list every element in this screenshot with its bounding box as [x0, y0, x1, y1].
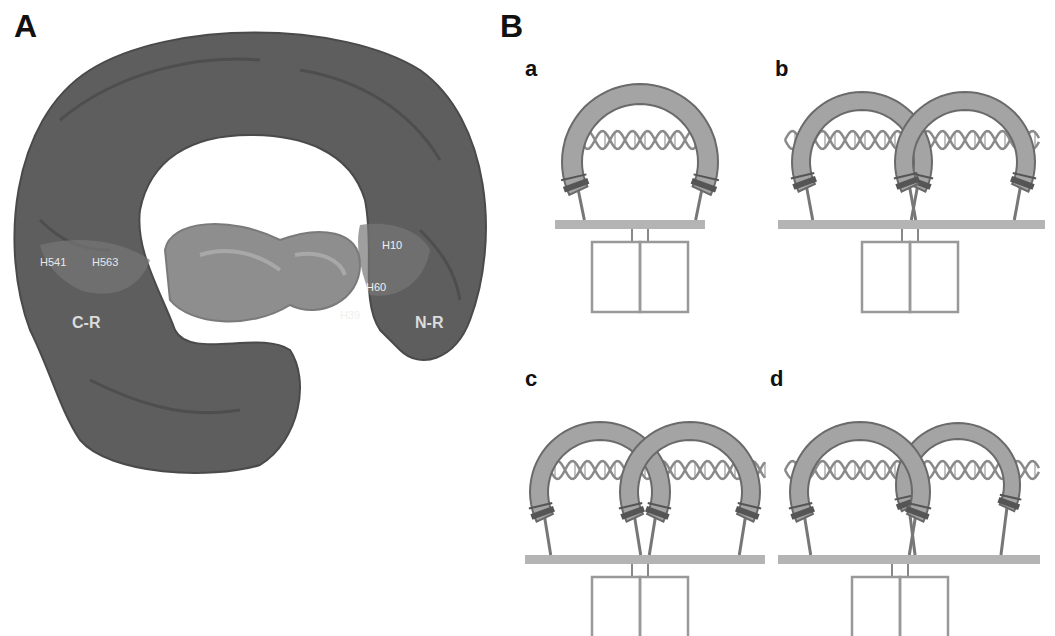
receptor-box	[862, 242, 910, 312]
subpanel-letter: d	[770, 368, 783, 390]
receptor-stalk	[891, 564, 893, 577]
receptor-box	[640, 577, 688, 636]
residue-label: H10	[382, 240, 402, 251]
cap-motif	[738, 503, 761, 508]
residue-label: H541	[40, 257, 66, 268]
cap-motif	[561, 174, 586, 180]
membrane-bar	[778, 555, 1040, 564]
cap-motif	[906, 509, 929, 517]
membrane-bar	[778, 220, 1045, 229]
cap-motif	[1013, 173, 1036, 178]
receptor-box	[900, 577, 948, 636]
anchor-stalk	[635, 518, 641, 555]
cap-motif	[998, 500, 1019, 508]
membrane-bar	[525, 555, 765, 564]
anchor-stalk	[649, 518, 655, 555]
receptor-box	[592, 577, 640, 636]
receptor-stalk	[647, 229, 649, 242]
panel-letter: A	[14, 10, 37, 42]
cap-motif	[692, 181, 716, 190]
subpanel-letter: c	[525, 368, 537, 390]
cap-motif	[793, 179, 816, 187]
cap-motif	[791, 173, 814, 178]
receptor-stalk	[917, 229, 919, 242]
cap-motif	[648, 503, 671, 508]
receptor-stalk	[631, 229, 633, 242]
cap-motif	[529, 503, 552, 508]
cap-motif	[736, 509, 759, 517]
region-label: C-R	[72, 315, 100, 331]
anchor-stalk	[545, 518, 551, 555]
cap-motif	[908, 503, 931, 508]
cap-motif	[531, 509, 554, 517]
residue-label: H60	[366, 282, 386, 293]
horseshoe-domain	[620, 422, 760, 522]
residue-label: H563	[92, 257, 118, 268]
horseshoe-domain	[895, 92, 1035, 192]
receptor-stalk	[907, 564, 909, 577]
receptor-box	[910, 242, 958, 312]
cap-motif	[791, 509, 814, 517]
cap-motif	[1011, 179, 1034, 187]
subpanel-letter: b	[775, 58, 788, 80]
cap-motif	[894, 173, 917, 178]
panel-letter: B	[500, 10, 523, 42]
cap-motif	[619, 503, 642, 508]
cap-motif	[1000, 495, 1021, 500]
residue-label: H39	[340, 310, 360, 321]
anchor-stalk	[1001, 508, 1007, 555]
region-label: N-R	[415, 315, 443, 331]
anchor-stalk	[805, 518, 811, 555]
receptor-box	[852, 577, 900, 636]
receptor-box	[592, 242, 640, 312]
cap-motif	[896, 179, 919, 187]
cap-motif	[789, 503, 812, 508]
cap-motif	[621, 509, 644, 517]
horseshoe-domain	[790, 422, 930, 522]
cap-motif	[646, 509, 669, 517]
cap-motif	[564, 181, 588, 190]
receptor-stalk	[647, 564, 649, 577]
receptor-stalk	[631, 564, 633, 577]
anchor-stalk	[578, 191, 584, 220]
anchor-stalk	[696, 191, 702, 220]
subpanel-letter: a	[525, 58, 537, 80]
receptor-stalk	[901, 229, 903, 242]
membrane-bar	[555, 220, 705, 229]
cap-motif	[694, 174, 719, 180]
anchor-stalk	[910, 188, 916, 220]
anchor-stalk	[739, 518, 745, 555]
horseshoe-domain	[562, 84, 718, 195]
anchor-stalk	[1014, 188, 1020, 220]
receptor-box	[640, 242, 688, 312]
anchor-stalk	[807, 188, 813, 220]
anchor-stalk	[909, 518, 915, 555]
